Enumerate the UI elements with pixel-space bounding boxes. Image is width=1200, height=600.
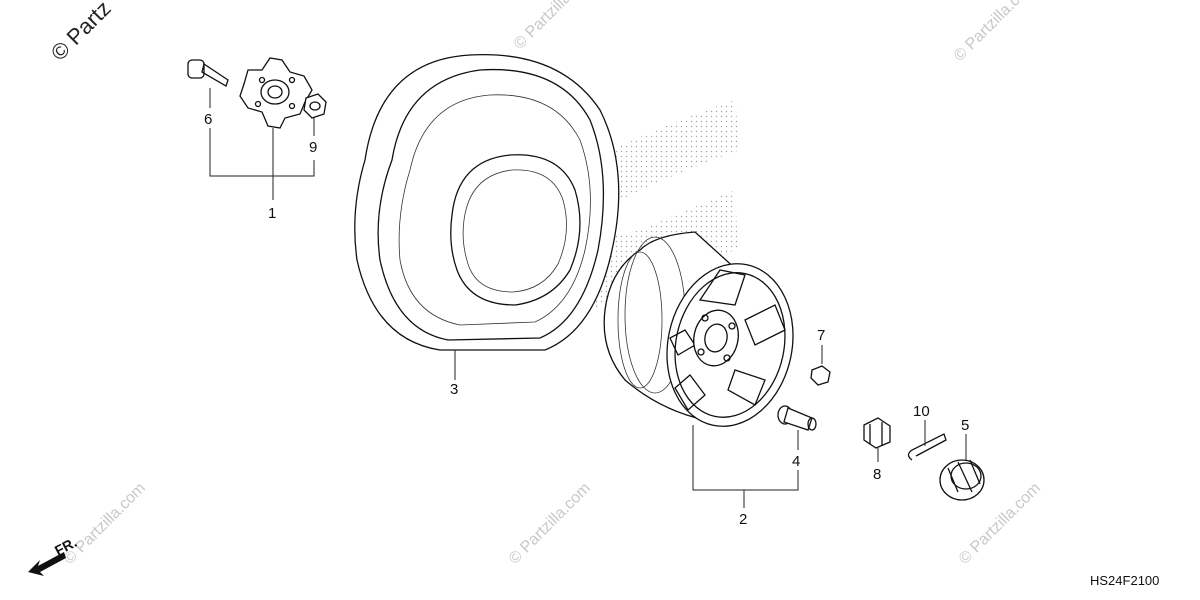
callout-7-nut: 7 bbox=[817, 327, 825, 344]
callout-1-hub: 1 bbox=[268, 205, 276, 222]
watermark-top-center: © Partzilla.com bbox=[511, 0, 599, 53]
watermark-bottom-center: © Partzilla.com bbox=[506, 480, 594, 568]
tire-illustration bbox=[354, 53, 620, 351]
hub-illustration bbox=[239, 57, 313, 129]
diagram-code: HS24F2100 bbox=[1090, 573, 1159, 588]
callout-6-bolt: 6 bbox=[204, 111, 212, 128]
watermark-bottom-left: © Partzilla.com bbox=[61, 480, 149, 568]
wheel-illustration bbox=[603, 231, 794, 427]
cap-illustration bbox=[939, 459, 985, 501]
callout-8-castle-nut: 8 bbox=[873, 466, 881, 483]
valve-illustration bbox=[777, 405, 817, 431]
hub-nut-illustration bbox=[303, 93, 327, 119]
bolt-illustration bbox=[187, 59, 229, 87]
callout-2-wheel: 2 bbox=[739, 511, 747, 528]
leader-lines bbox=[209, 88, 967, 508]
cotter-pin-illustration bbox=[907, 433, 947, 461]
callout-10-cotter-pin: 10 bbox=[913, 403, 930, 420]
watermark-corner: © Partz bbox=[46, 0, 116, 66]
nut-illustration bbox=[810, 365, 831, 386]
front-arrow-icon bbox=[28, 552, 66, 576]
callout-4-valve: 4 bbox=[792, 453, 800, 470]
castle-nut-illustration bbox=[863, 417, 891, 449]
callout-9-hub-nut: 9 bbox=[309, 139, 317, 156]
watermark-top-right: © Partzilla.com bbox=[951, 0, 1039, 65]
callout-3-tire: 3 bbox=[450, 381, 458, 398]
callout-5-cap: 5 bbox=[961, 417, 969, 434]
